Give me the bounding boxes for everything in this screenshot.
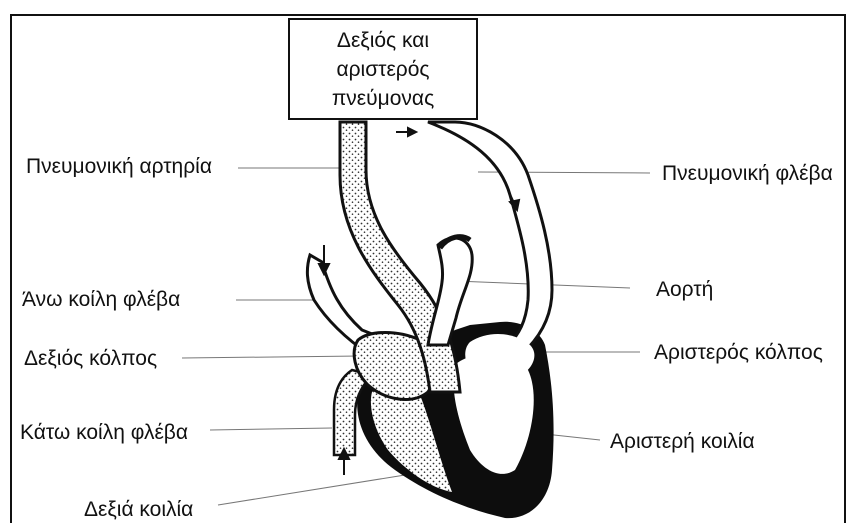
label-inferior-vena-cava: Κάτω κοίλη φλέβα xyxy=(20,421,188,445)
lungs-line-3: πνεύμονας xyxy=(332,84,434,113)
arrow-pv-head xyxy=(510,200,519,210)
arrow-lungs-head xyxy=(408,128,416,136)
label-pulmonary-vein: Πνευμονική φλέβα xyxy=(662,162,833,186)
label-aorta: Αορτή xyxy=(656,278,713,302)
lungs-line-2: αριστερός xyxy=(332,55,434,84)
leader-right-atrium xyxy=(182,356,360,358)
lungs-box: Δεξιός και αριστερός πνεύμονας xyxy=(288,18,478,120)
label-left-ventricle: Αριστερή κοιλία xyxy=(610,430,755,454)
label-pulmonary-artery: Πνευμονική αρτηρία xyxy=(26,155,212,179)
label-left-atrium: Αριστερός κόλπος xyxy=(654,341,823,365)
label-superior-vena-cava: Άνω κοίλη φλέβα xyxy=(22,288,180,312)
label-right-ventricle: Δεξιά κοιλία xyxy=(84,498,193,522)
lungs-line-1: Δεξιός και xyxy=(332,26,434,55)
label-right-atrium: Δεξιός κόλπος xyxy=(24,347,157,371)
leader-inferior-vena-cava xyxy=(210,428,332,430)
leader-right-ventricle xyxy=(218,475,405,505)
